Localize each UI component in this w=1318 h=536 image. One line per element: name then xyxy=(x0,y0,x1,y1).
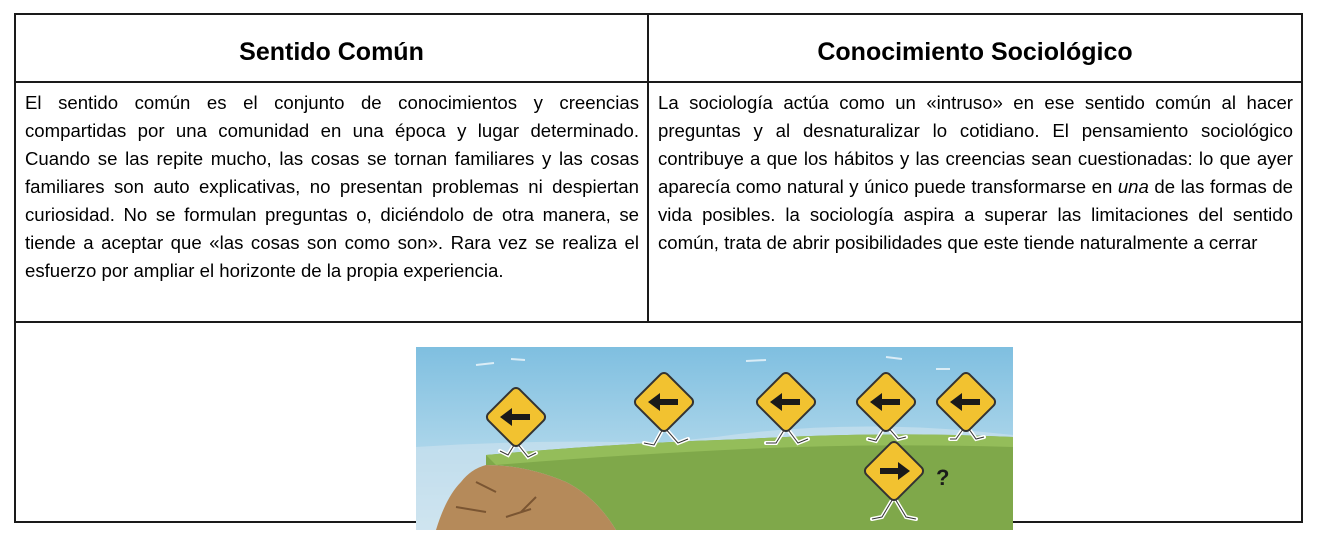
header-conocimiento-sociologico: Conocimiento Sociológico xyxy=(817,37,1133,66)
illustration-row: ? xyxy=(16,323,1301,530)
cliff-signs-illustration: ? xyxy=(416,347,1013,530)
sign-walker-4 xyxy=(853,369,919,444)
sentido-comun-text: El sentido común es el conjunto de conoc… xyxy=(16,83,649,321)
body-row: El sentido común es el conjunto de conoc… xyxy=(16,83,1301,323)
text-part-after: de las formas de vida posibles. la socio… xyxy=(658,176,1293,253)
text-emphasis: una xyxy=(1117,176,1149,197)
question-mark: ? xyxy=(936,465,949,490)
cliff-rock xyxy=(436,465,616,530)
sign-walker-contrary xyxy=(861,438,927,521)
illustration-svg: ? xyxy=(416,347,1013,530)
sign-walker-1 xyxy=(483,384,549,460)
sign-walker-3 xyxy=(753,369,819,446)
conocimiento-sociologico-text: La sociología actúa como un «intruso» en… xyxy=(649,83,1301,321)
text-part-before: La sociología actúa como un «intruso» en… xyxy=(658,92,1293,197)
sign-walker-2 xyxy=(631,369,697,448)
sign-walker-5 xyxy=(933,369,999,442)
header-row: Sentido Común Conocimiento Sociológico xyxy=(16,15,1301,83)
comparison-table: Sentido Común Conocimiento Sociológico E… xyxy=(14,13,1303,530)
header-sentido-comun: Sentido Común xyxy=(16,15,649,81)
